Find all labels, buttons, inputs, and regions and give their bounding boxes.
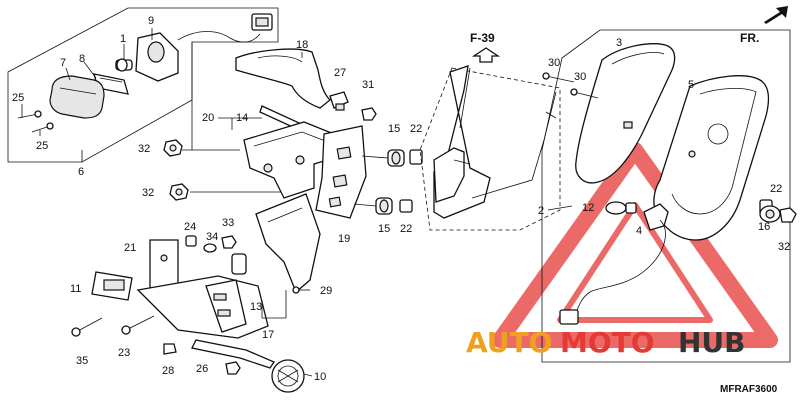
callout-12: 12 <box>582 202 594 214</box>
callout-17: 17 <box>262 329 274 341</box>
callout-15b: 15 <box>378 223 390 235</box>
item-11-license-light <box>91 271 133 301</box>
callout-27: 27 <box>334 67 346 79</box>
item-31-nut <box>361 107 377 121</box>
callout-10: 10 <box>314 371 326 383</box>
callout-4: 4 <box>636 225 642 237</box>
callout-31: 31 <box>362 79 374 91</box>
item-18-rear-cover <box>235 48 331 109</box>
callout-5: 5 <box>688 79 694 91</box>
callout-26: 26 <box>196 363 208 375</box>
callout-7: 7 <box>60 57 66 69</box>
item-35-bolt <box>71 317 103 337</box>
callout-28: 28 <box>162 365 174 377</box>
reference-arrow-f39 <box>471 47 501 63</box>
callout-22b: 22 <box>400 223 412 235</box>
front-direction-arrow <box>764 6 788 24</box>
callout-14: 14 <box>236 112 248 124</box>
leader-lines-group-6 <box>21 28 153 162</box>
drawing-code: MFRAF3600 <box>720 384 778 395</box>
callout-20: 20 <box>202 112 214 124</box>
callout-3: 3 <box>616 37 622 49</box>
item-24-nut <box>185 235 197 247</box>
callout-18: 18 <box>296 39 308 51</box>
callout-34: 34 <box>206 231 218 243</box>
item-19-plate-bracket <box>315 125 367 219</box>
callout-11: 11 <box>70 283 81 295</box>
item-15-grommet-upper <box>387 149 405 167</box>
callout-32c: 32 <box>778 241 790 253</box>
frame-section-f39 <box>419 65 561 231</box>
callout-30a: 30 <box>548 57 560 69</box>
callout-35: 35 <box>76 355 88 367</box>
item-16-grommet <box>759 205 781 223</box>
callout-21: 21 <box>124 242 136 254</box>
item-32-nut-left-lower <box>169 183 189 201</box>
callout-33: 33 <box>222 217 234 229</box>
callout-2: 2 <box>538 205 544 217</box>
item-12-bulb <box>605 201 637 215</box>
leader-15-upper <box>361 155 389 159</box>
item-10-reflector <box>191 339 305 393</box>
callout-8: 8 <box>79 53 85 65</box>
subassembly-frame-2 <box>541 29 791 363</box>
callout-13: 13 <box>250 301 262 313</box>
callout-6: 6 <box>78 166 84 178</box>
callout-22c: 22 <box>770 183 782 195</box>
leader-lines-lower <box>261 290 313 377</box>
item-5-lamp-housing <box>653 75 770 241</box>
item-9-socket <box>135 13 273 82</box>
item-32-nut-left-upper <box>163 139 183 157</box>
item-22-collar-lower <box>399 199 413 213</box>
callout-24: 24 <box>184 221 196 233</box>
watermark-moto: MOTO <box>560 326 655 359</box>
watermark-text: AUTO MOTO HUB <box>466 326 746 359</box>
leader-2 <box>547 205 573 211</box>
callout-23: 23 <box>118 347 130 359</box>
callout-25b: 25 <box>36 140 48 152</box>
item-3-lamp-lens <box>575 43 676 184</box>
item-28-clip <box>163 343 177 355</box>
item-29-bolt <box>292 286 310 294</box>
watermark-auto: AUTO <box>466 326 552 359</box>
item-25-screws <box>17 110 54 133</box>
callout-25a: 25 <box>12 92 24 104</box>
item-33-nut <box>221 235 237 249</box>
item-23-bolt <box>121 315 155 335</box>
callout-16: 16 <box>758 221 770 233</box>
item-27-clip <box>329 91 349 111</box>
callout-29: 29 <box>320 285 332 297</box>
callout-1: 1 <box>120 33 126 45</box>
item-4-socket-harness <box>559 203 669 325</box>
callout-32b: 32 <box>142 187 154 199</box>
callout-15a: 15 <box>388 123 400 135</box>
callout-30b: 30 <box>574 71 586 83</box>
callout-22a: 22 <box>410 123 422 135</box>
callout-labels: 9 1 8 7 25 25 6 18 27 31 14 20 32 32 15 … <box>12 15 790 383</box>
plate-bracket-lower <box>136 275 269 339</box>
watermark-hub: HUB <box>678 326 746 359</box>
leader-15-lower <box>353 203 377 207</box>
callout-19: 19 <box>338 233 350 245</box>
item-1-bulb <box>115 58 133 72</box>
item-30-screws <box>542 72 599 99</box>
leader-lines-20 <box>182 42 290 193</box>
item-7-lens <box>49 75 105 119</box>
license-bracket-main <box>243 121 345 294</box>
item-22-collar-upper <box>409 149 423 165</box>
watermark-logo <box>492 142 778 348</box>
item-34-washer <box>203 243 217 253</box>
callout-9: 9 <box>148 15 154 27</box>
reference-label-f39: F-39 <box>470 31 495 45</box>
front-direction-label: FR. <box>740 31 759 45</box>
item-26-nut <box>225 361 241 375</box>
callout-32a: 32 <box>138 143 150 155</box>
item-15-grommet-lower <box>375 197 393 215</box>
item-32-nut-right <box>779 207 797 223</box>
item-13-collar <box>231 253 247 275</box>
subassembly-frame-6 <box>7 7 279 163</box>
